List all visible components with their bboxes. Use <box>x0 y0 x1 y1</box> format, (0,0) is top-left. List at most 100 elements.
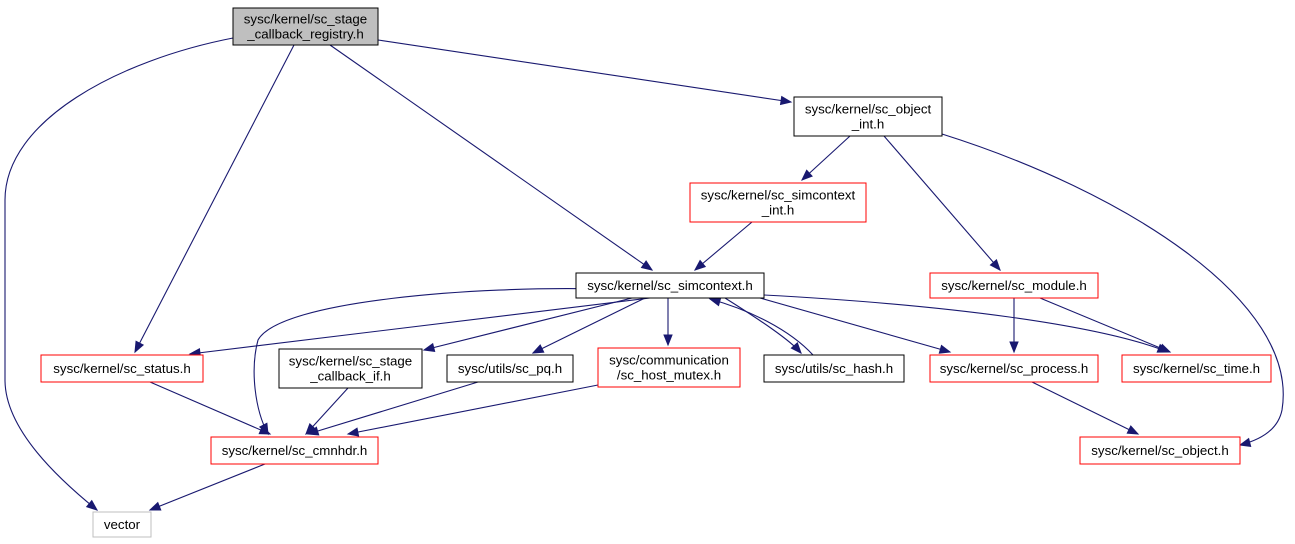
edge-simcontext-to-pq <box>531 297 646 354</box>
edge-simcontext-to-hash <box>724 297 802 355</box>
edge-line <box>329 44 653 271</box>
node-simcontext[interactable]: sysc/kernel/sc_simcontext.h <box>575 272 765 299</box>
arrowhead-icon <box>258 425 272 435</box>
node-label: /sc_host_mutex.h <box>617 368 721 383</box>
node-box <box>1121 354 1272 383</box>
arrowhead-icon <box>306 426 320 436</box>
node-pq[interactable]: sysc/utils/sc_pq.h <box>446 354 574 383</box>
node-box <box>793 96 943 137</box>
node-label: sysc/kernel/sc_time.h <box>1133 361 1260 376</box>
arrowhead-icon <box>531 344 545 354</box>
edge-line <box>253 288 601 435</box>
node-box <box>210 436 379 465</box>
node-hash[interactable]: sysc/utils/sc_hash.h <box>763 354 905 383</box>
edge-line <box>134 44 295 353</box>
edge-line <box>759 297 951 353</box>
arrowhead-icon <box>422 342 436 353</box>
arrowhead-icon <box>1009 341 1019 354</box>
node-label: _int.h <box>851 117 885 132</box>
edge-callback_if-to-cmnhdr <box>305 387 349 435</box>
edge-line <box>1031 381 1139 435</box>
arrowhead-icon <box>801 169 813 181</box>
edge-pq-to-cmnhdr <box>306 381 479 436</box>
arrowhead-icon <box>85 499 99 511</box>
edge-module-to-process <box>1009 298 1019 354</box>
edge-line <box>883 135 1001 271</box>
arrowhead-icon <box>1238 437 1252 447</box>
node-status[interactable]: sysc/kernel/sc_status.h <box>40 354 204 383</box>
node-box <box>597 347 741 388</box>
node-label: vector <box>104 517 141 532</box>
edge-line <box>763 294 1169 353</box>
arrowhead-icon <box>663 334 673 347</box>
edge-line <box>941 133 1284 446</box>
arrowhead-icon <box>693 259 707 271</box>
arrowhead-icon <box>134 340 145 354</box>
edge-line <box>423 297 633 351</box>
node-object-int[interactable]: sysc/kernel/sc_object_int.h <box>793 96 943 137</box>
node-label: sysc/communication <box>609 353 729 368</box>
arrowhead-icon <box>148 501 162 511</box>
node-label: sysc/kernel/sc_module.h <box>941 278 1087 293</box>
node-root: sysc/kernel/sc_stage_callback_registry.h <box>232 7 379 46</box>
node-process[interactable]: sysc/kernel/sc_process.h <box>929 354 1099 383</box>
node-label: _callback_registry.h <box>246 27 364 42</box>
edge-line <box>4 37 234 511</box>
node-callback-if[interactable]: sysc/kernel/sc_stage_callback_if.h <box>278 348 423 389</box>
edge-line <box>347 384 599 435</box>
node-box <box>689 182 867 223</box>
node-label: sysc/kernel/sc_cmnhdr.h <box>222 443 368 458</box>
edge-line <box>377 39 792 103</box>
node-box <box>1079 436 1241 465</box>
edge-cmnhdr-to-vector <box>148 463 266 511</box>
arrowhead-icon <box>938 344 952 354</box>
nodes-layer: sysc/kernel/sc_stage_callback_registry.h… <box>40 7 1272 538</box>
node-box <box>929 354 1099 383</box>
node-label: sysc/utils/sc_hash.h <box>775 361 893 376</box>
edge-module-to-time <box>1039 297 1172 353</box>
edge-status-to-cmnhdr <box>149 381 272 435</box>
arrowhead-icon <box>640 260 654 271</box>
edge-simcontext-to-time <box>763 294 1170 353</box>
edge-object_int-to-object <box>941 133 1284 447</box>
edge-root-to-vector <box>4 37 234 511</box>
arrowhead-icon <box>708 297 722 307</box>
node-box <box>575 272 765 299</box>
node-simcontext-int[interactable]: sysc/kernel/sc_simcontext_int.h <box>689 182 867 223</box>
node-time[interactable]: sysc/kernel/sc_time.h <box>1121 354 1272 383</box>
node-host-mutex[interactable]: sysc/communication/sc_host_mutex.h <box>597 347 741 388</box>
arrowhead-icon <box>1158 343 1172 353</box>
edge-root-to-simcontext <box>329 44 654 271</box>
node-box <box>278 348 423 389</box>
node-box <box>232 7 379 46</box>
node-label: sysc/utils/sc_pq.h <box>458 361 562 376</box>
edges-layer <box>4 37 1284 511</box>
edge-object_int-to-simcontext_int <box>801 135 851 181</box>
edge-line <box>189 297 651 355</box>
node-label: sysc/kernel/sc_object <box>805 102 932 117</box>
node-module[interactable]: sysc/kernel/sc_module.h <box>929 272 1099 299</box>
arrowhead-icon <box>779 95 793 106</box>
edge-line <box>532 297 646 354</box>
node-box <box>763 354 905 383</box>
edge-host_mutex-to-cmnhdr <box>346 384 599 437</box>
node-cmnhdr[interactable]: sysc/kernel/sc_cmnhdr.h <box>210 436 379 465</box>
edge-simcontext-to-status <box>188 297 651 358</box>
node-label: sysc/kernel/sc_stage <box>244 12 367 27</box>
node-box <box>446 354 574 383</box>
edge-root-to-object_int <box>377 39 793 106</box>
arrowhead-icon <box>346 427 360 437</box>
node-box <box>40 354 204 383</box>
node-object[interactable]: sysc/kernel/sc_object.h <box>1079 436 1241 465</box>
edge-line <box>709 298 814 356</box>
arrowhead-icon <box>1126 425 1140 435</box>
edge-line <box>801 135 851 181</box>
edge-line <box>149 463 266 511</box>
node-label: _callback_if.h <box>309 369 391 384</box>
edge-root-to-status <box>134 44 295 354</box>
node-label: sysc/kernel/sc_simcontext.h <box>587 278 753 293</box>
edge-line <box>149 381 271 435</box>
arrowhead-icon <box>989 258 1001 272</box>
edge-process-to-object <box>1031 381 1140 435</box>
